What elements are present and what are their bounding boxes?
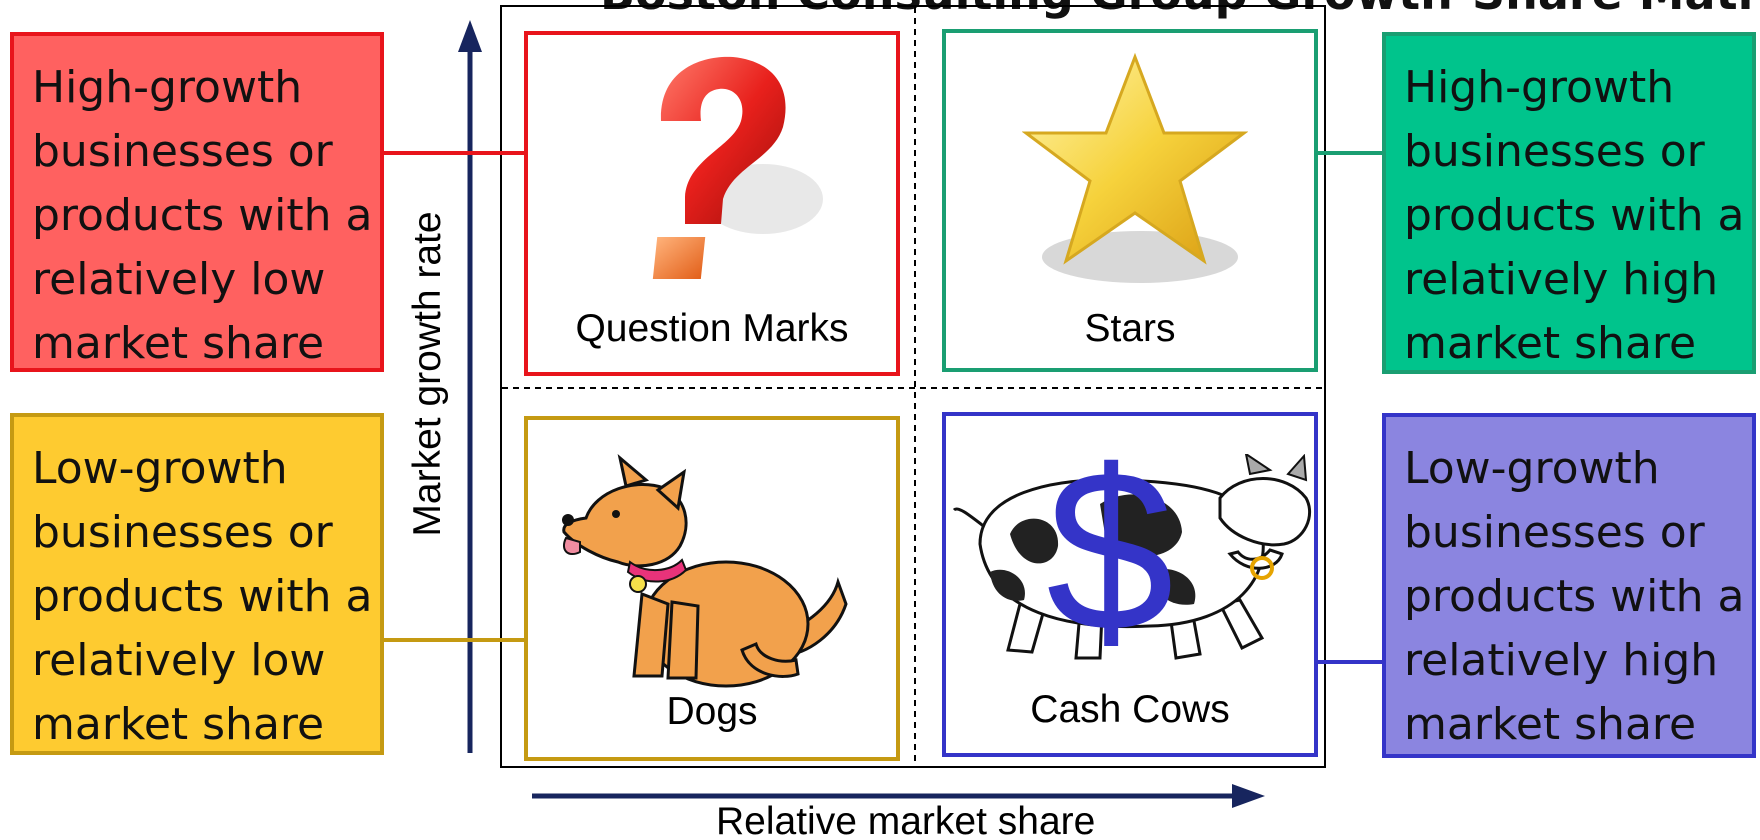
y-axis-label: Market growth rate bbox=[406, 211, 449, 537]
callout-top-left: High-growth businesses or products with … bbox=[10, 32, 384, 372]
quadrant-label-dogs: Dogs bbox=[666, 690, 758, 733]
cow-dollar-icon: $ bbox=[952, 454, 1312, 664]
matrix-frame bbox=[500, 5, 1326, 768]
callout-bottom-right: Low-growth businesses or products with a… bbox=[1382, 413, 1756, 758]
quadrant-dogs: Dogs bbox=[524, 416, 900, 761]
quadrant-cash-cows: $ Cash Cows bbox=[942, 412, 1318, 757]
quadrant-label-question-marks: Question Marks bbox=[575, 307, 849, 350]
quadrant-label-cash-cows: Cash Cows bbox=[1030, 688, 1230, 731]
y-axis-arrow bbox=[458, 20, 482, 753]
quadrant-question-marks: Question Marks bbox=[524, 31, 900, 376]
callout-top-right: High-growth businesses or products with … bbox=[1382, 32, 1756, 374]
connector-bottom-right bbox=[1316, 660, 1384, 664]
x-axis-arrow bbox=[532, 784, 1265, 808]
connector-bottom-left bbox=[382, 638, 526, 642]
dog-icon bbox=[562, 454, 848, 688]
dollar-sign-icon: $ bbox=[1046, 454, 1174, 664]
matrix-dividers bbox=[502, 7, 1324, 766]
quadrant-stars: Stars bbox=[942, 29, 1318, 372]
connector-top-left bbox=[382, 151, 526, 155]
connector-top-right bbox=[1316, 151, 1384, 155]
callout-bottom-left: Low-growth businesses or products with a… bbox=[10, 413, 384, 755]
question-mark-icon bbox=[652, 56, 823, 279]
star-icon bbox=[1022, 52, 1248, 283]
x-axis-label: Relative market share bbox=[716, 800, 1096, 840]
quadrant-label-stars: Stars bbox=[1084, 307, 1176, 350]
